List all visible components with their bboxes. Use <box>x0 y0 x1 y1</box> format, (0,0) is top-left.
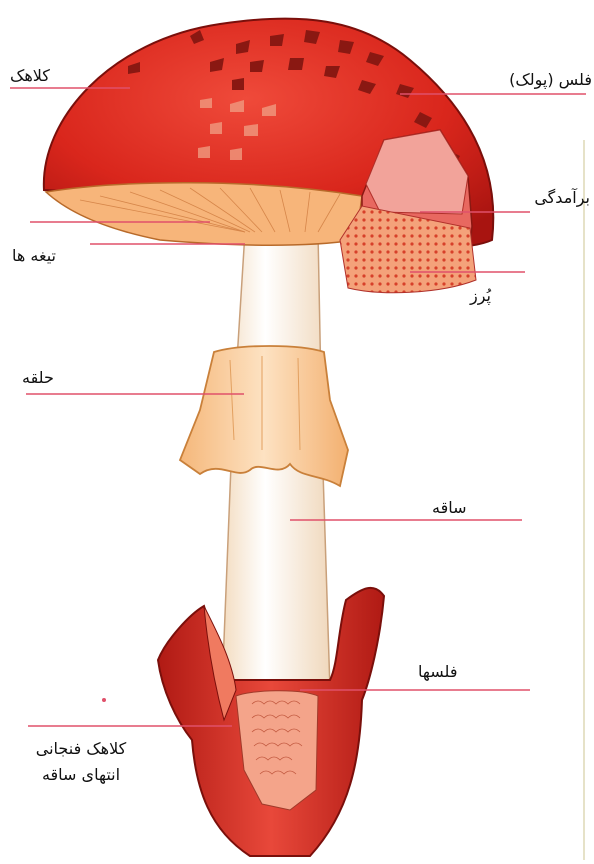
label-gills: تیغه ها <box>12 246 56 265</box>
label-stem: ساقه <box>432 498 467 517</box>
stray-dot <box>102 698 106 702</box>
ring <box>180 346 348 486</box>
label-volva-line2: انتهای ساقه <box>6 762 156 788</box>
label-wart: برآمدگی <box>534 188 590 207</box>
label-ring: حلقه <box>22 368 54 387</box>
label-volva: کلاهک فنجانی انتهای ساقه <box>6 736 156 787</box>
label-hairs: پُرز <box>470 286 491 305</box>
label-volva-line1: کلاهک فنجانی <box>6 736 156 762</box>
label-scales: فلسها <box>418 662 457 681</box>
label-scale: فلس (پولک) <box>509 70 592 89</box>
label-cap: کلاهک <box>10 66 50 85</box>
